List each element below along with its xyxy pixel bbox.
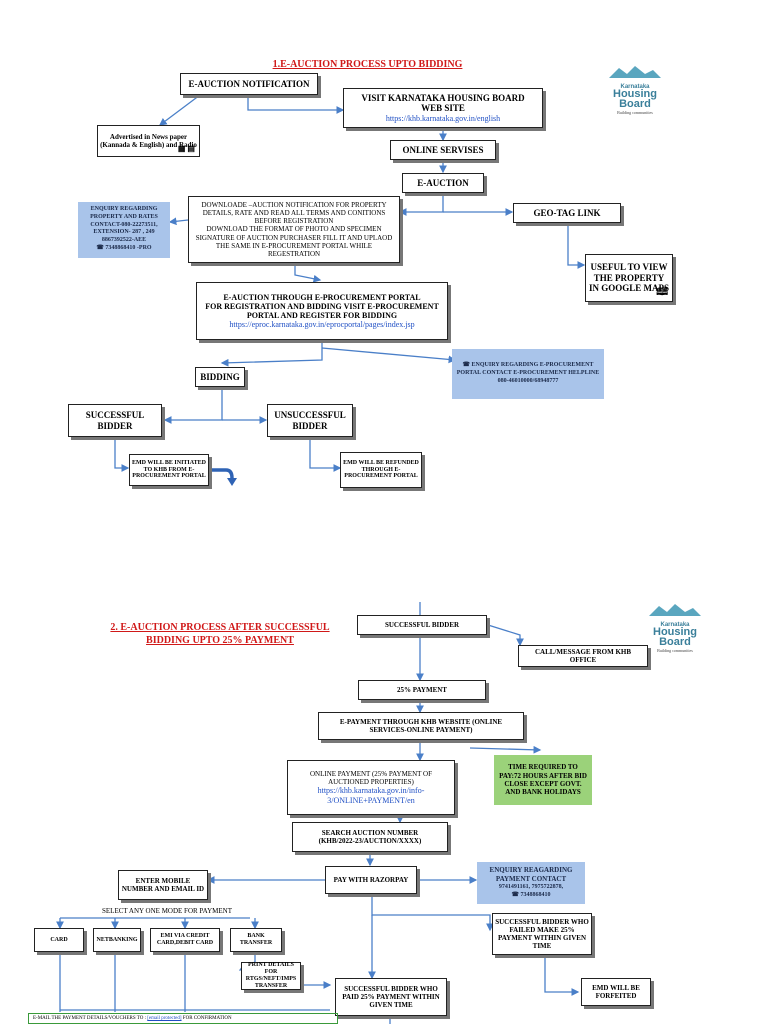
eauction-box: E-AUCTION xyxy=(402,173,484,193)
skyline-icon xyxy=(649,604,701,616)
mode-card-box: CARD xyxy=(34,928,84,952)
bidding-box: BIDDING xyxy=(195,367,245,387)
eproc-link[interactable]: https://eproc.karnataka.gov.in/eprocport… xyxy=(229,320,415,330)
eprocurement-box: E-AUCTION THROUGH E-PROCUREMENT PORTAL F… xyxy=(196,282,448,340)
emd-refunded-box: EMD WILL BE REFUNDED THROUGH E-PROCUREME… xyxy=(340,452,422,488)
khb-logo-bottom: Karnataka Housing Board Building communi… xyxy=(645,602,705,653)
paid-payment-box: SUCCESSFUL BIDDER WHO PAID 25% PAYMENT W… xyxy=(335,978,447,1016)
emd-forfeited-box: EMD WILL BE FORFEITED xyxy=(581,978,651,1006)
enquiry-rates-note: ENQUIRY REGARDING PROPERTY AND RATES CON… xyxy=(78,202,170,258)
time-required-note: TIME REQUIRED TO PAY:72 HOURS AFTER BID … xyxy=(494,755,592,805)
online-payment-box: ONLINE PAYMENT (25% PAYMENT OF AUCTIONED… xyxy=(287,760,455,815)
s2-successful-bidder-box: SUCCESSFUL BIDDER xyxy=(357,615,487,635)
google-maps-box: USEFUL TO VIEW THE PROPERTY IN GOOGLE MA… xyxy=(585,254,673,302)
emd-initiated-box: EMD WILL BE INITIATED TO KHB FROM E-PROC… xyxy=(129,454,209,486)
phone-icon: ☎ xyxy=(96,244,104,251)
email-confirmation-bar: E-MAIL THE PAYMENT DETAILS/VOUCHERS TO :… xyxy=(28,1013,338,1024)
skyline-icon xyxy=(609,66,661,78)
section1-title: 1.E-AUCTION PROCESS UPTO BIDDING xyxy=(272,59,463,70)
online-services-box: ONLINE SERVISES xyxy=(390,140,496,160)
visit-khb-box: VISIT KARNATAKA HOUSING BOARD WEB SITE h… xyxy=(343,88,543,128)
online-payment-link[interactable]: https://khb.karnataka.gov.in/info-3/ONLI… xyxy=(317,786,425,805)
select-mode-label: SELECT ANY ONE MODE FOR PAYMENT xyxy=(102,907,232,915)
khb-logo-top: Karnataka Housing Board Building communi… xyxy=(605,64,665,115)
phone-icon: ☎ xyxy=(462,362,471,369)
razorpay-box: PAY WITH RAZORPAY xyxy=(325,866,417,894)
enter-mobile-box: ENTER MOBILE NUMBER AND EMAIL ID xyxy=(118,870,208,900)
unsuccessful-bidder-box: UNSUCCESSFUL BIDDER xyxy=(267,404,353,437)
geotag-link-box[interactable]: GEO-TAG LINK xyxy=(513,203,621,223)
phone-icon: ☎ xyxy=(511,892,519,899)
failed-payment-box: SUCCESSFUL BIDDER WHO FAILED MAKE 25% PA… xyxy=(492,913,592,955)
mode-emi-box: EMI VIA CREDIT CARD,DEBIT CARD xyxy=(150,928,220,952)
call-message-box: CALL/MESSAGE FROM KHB OFFICE xyxy=(518,645,648,667)
eauction-notification-box: E-AUCTION NOTIFICATION xyxy=(180,73,318,95)
enquiry-payment-note: ENQUIRY REAGARDING PAYMENT CONTACT 97414… xyxy=(477,862,585,904)
khb-website-link[interactable]: https://khb.karnataka.gov.in/english xyxy=(385,113,501,123)
email-link[interactable]: [email protected] xyxy=(147,1016,182,1021)
advertised-box: Advertised in News paper (Kannada & Engl… xyxy=(97,125,200,157)
search-auction-box: SEARCH AUCTION NUMBER (KHB/2022-23/AUCTI… xyxy=(292,822,448,852)
section2-title: 2. E-AUCTION PROCESS AFTER SUCCESSFUL BI… xyxy=(110,622,330,646)
payment-25-box: 25% PAYMENT xyxy=(358,680,486,700)
print-details-box: PRINT DETAILS FOR RTGS/NEFT/IMPS TRANSFE… xyxy=(241,962,301,990)
successful-bidder-box: SUCCESSFUL BIDDER xyxy=(68,404,162,437)
download-notification-box: DOWNLOADE –AUCTION NOTIFICATION FOR PROP… xyxy=(188,196,400,263)
enquiry-eproc-note: ☎ ENQUIRY REGARDING E-PROCUREMENT PORTAL… xyxy=(452,349,604,399)
mode-bank-transfer-box: BANK TRANSFER xyxy=(230,928,282,952)
curved-arrow-icon xyxy=(208,468,234,480)
epayment-box: E-PAYMENT THROUGH KHB WEBSITE (ONLINE SE… xyxy=(318,712,524,740)
mode-netbanking-box: NETBANKING xyxy=(93,928,141,952)
newspaper-icon: ▦ ▤ xyxy=(177,143,195,153)
map-icon: 🕮 xyxy=(656,286,668,298)
